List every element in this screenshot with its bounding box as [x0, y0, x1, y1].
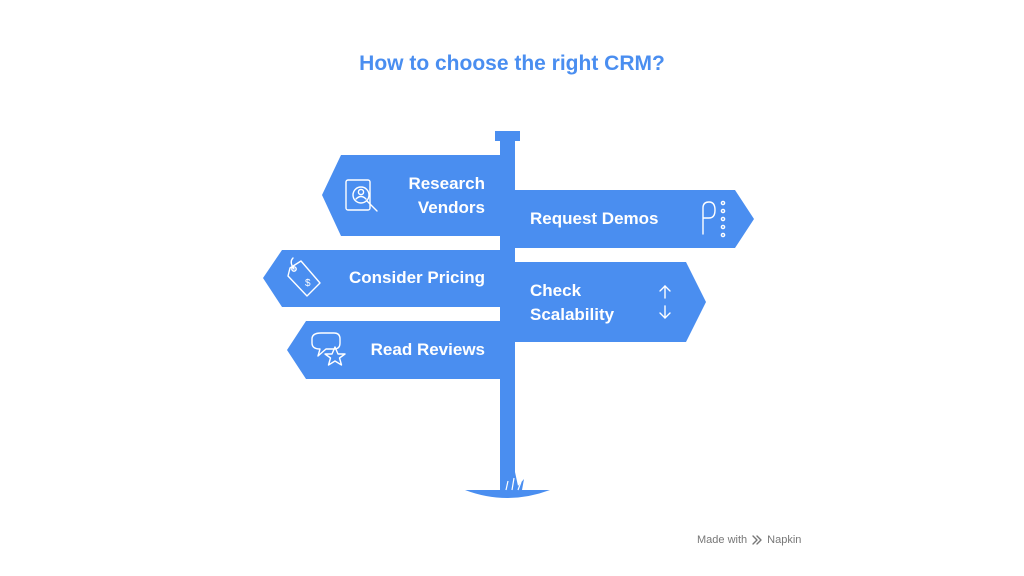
watermark-prefix: Made with	[697, 534, 748, 546]
price-tag-icon: $	[287, 257, 321, 297]
sign-label-line: Research	[408, 174, 485, 193]
sign-label-line: Request Demos	[530, 209, 659, 228]
sign-label-line: Check	[530, 281, 582, 300]
signpost-pole	[500, 141, 515, 491]
sign-label-read-reviews: Read Reviews	[345, 338, 485, 362]
review-bubble-star-icon	[311, 332, 346, 366]
post-cap	[495, 131, 520, 141]
sign-label-line: Scalability	[530, 305, 615, 324]
napkin-logo-icon	[752, 535, 762, 545]
made-with-napkin-watermark: Made with Napkin	[697, 534, 801, 546]
sign-check-scalability	[515, 262, 706, 342]
research-vendor-icon	[345, 179, 378, 212]
sign-label-line: Read Reviews	[370, 340, 485, 359]
up-down-arrows-icon	[659, 285, 671, 319]
sign-consider-pricing	[263, 250, 500, 307]
svg-text:$: $	[305, 278, 311, 289]
watermark-brand: Napkin	[767, 534, 802, 546]
sign-label-research-vendors: Research Vendors	[370, 172, 485, 220]
sign-label-request-demos: Request Demos	[530, 207, 658, 231]
sign-label-line: Consider Pricing	[348, 268, 485, 287]
sign-request-demos	[515, 190, 754, 248]
sign-label-line: Vendors	[417, 198, 485, 217]
sign-research-vendors	[322, 155, 500, 236]
diagram-title: How to choose the right CRM?	[359, 52, 665, 75]
sign-label-consider-pricing: Consider Pricing	[320, 266, 485, 290]
demo-pointer-icon	[702, 200, 726, 238]
sign-label-check-scalability: Check Scalability	[530, 279, 614, 327]
grass-detail	[505, 477, 522, 491]
post-base	[465, 490, 550, 498]
